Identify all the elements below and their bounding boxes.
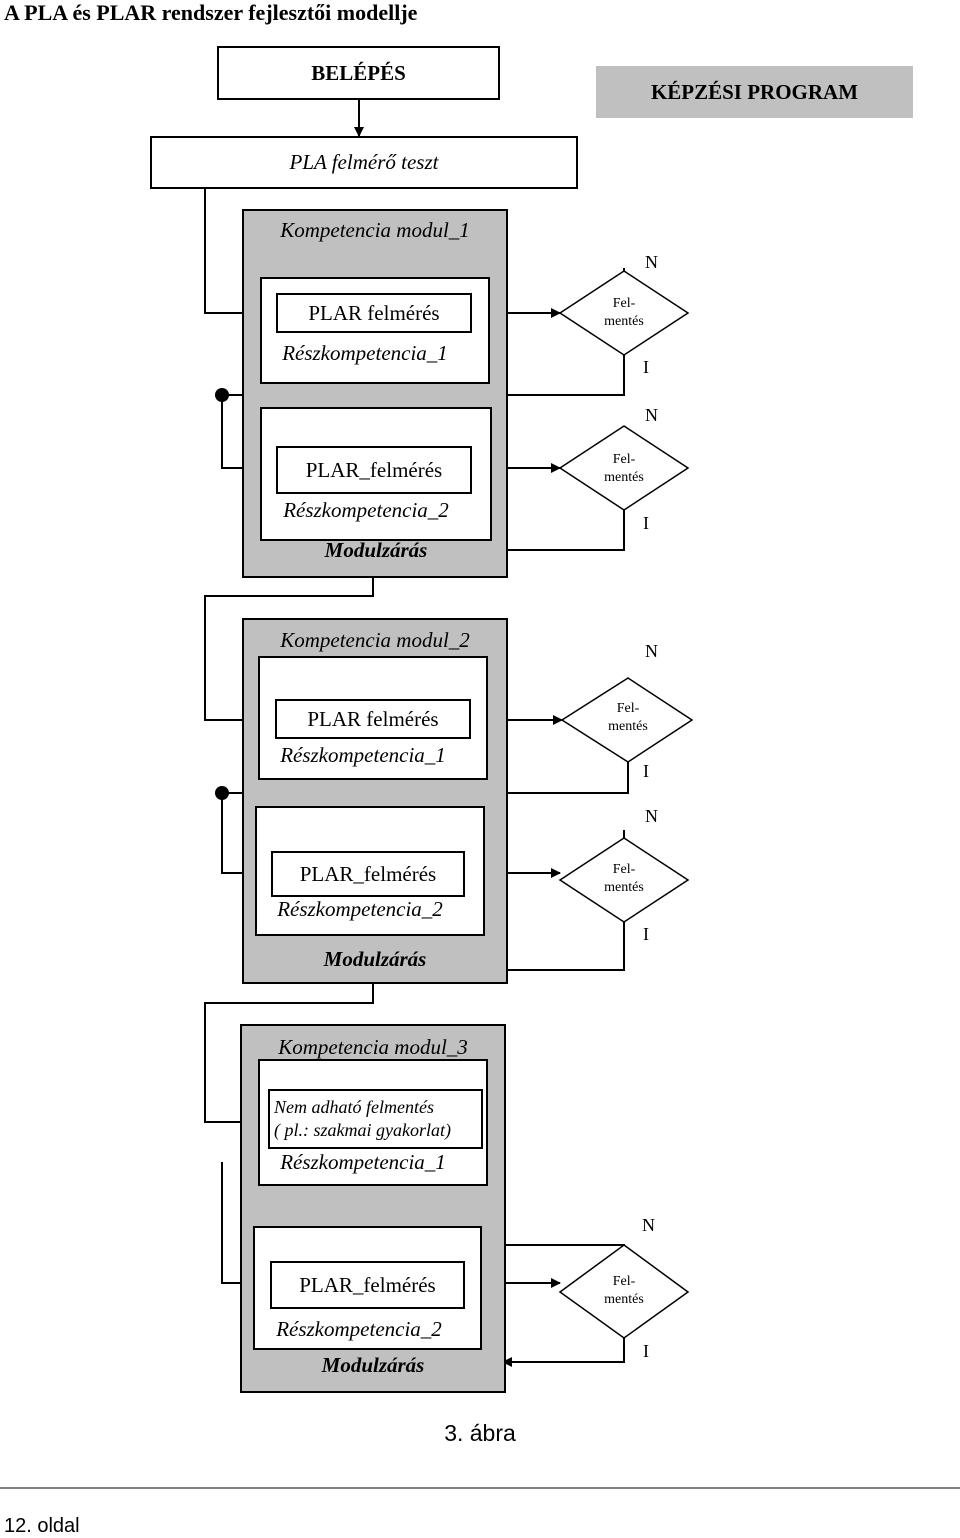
start-box: BELÉPÉS [217, 46, 500, 100]
module-2-plar1: PLAR felmérés [275, 699, 471, 739]
decision-2-line2: mentés [604, 470, 644, 485]
decision-3-label: Fel- mentés [598, 700, 658, 736]
branch-i-5: I [643, 1341, 649, 1361]
test-label: PLA felmérő teszt [289, 150, 439, 174]
test-box: PLA felmérő teszt [150, 136, 578, 189]
branch-n-5: N [642, 1215, 655, 1235]
decision-1-label: Fel- mentés [594, 295, 654, 331]
decision-diamond-3 [560, 677, 694, 763]
page-title: A PLA és PLAR rendszer fejlesztői modell… [4, 0, 418, 25]
branch-n-3: N [645, 641, 658, 661]
module-3-sub2-label: Részkompetencia_2 [276, 1317, 442, 1341]
program-label: KÉPZÉSI PROGRAM [650, 79, 859, 104]
branch-i-3: I [643, 761, 649, 781]
module-1-closing: Modulzárás [324, 538, 428, 562]
module-2-sub1-label: Részkompetencia_1 [280, 743, 446, 767]
decision-5-line2: mentés [604, 1292, 644, 1307]
module-1-plar2: PLAR_felmérés [276, 446, 472, 494]
module-2-plar2-label: PLAR_felmérés [299, 861, 437, 886]
decision-3-line2: mentés [608, 719, 648, 734]
branch-i-1: I [643, 357, 649, 377]
module-3-sub1-label: Részkompetencia_1 [280, 1150, 446, 1174]
decision-diamond-4 [558, 837, 690, 923]
branch-n-4: N [645, 806, 658, 826]
module-1-sub1-label: Részkompetencia_1 [282, 341, 448, 365]
module-3-note-box [268, 1089, 483, 1149]
decision-2-line1: Fel- [612, 452, 636, 467]
module-1-plar2-label: PLAR_felmérés [305, 457, 443, 482]
module-2-title: Kompetencia modul_2 [280, 628, 470, 652]
module-2-plar2: PLAR_felmérés [271, 851, 465, 897]
module-3-note-line1: Nem adható felmentés [274, 1097, 434, 1117]
branch-i-2: I [643, 513, 649, 533]
page-number: 12. oldal [4, 1515, 80, 1537]
start-label: BELÉPÉS [311, 60, 406, 85]
program-box: KÉPZÉSI PROGRAM [596, 66, 913, 118]
decision-diamond-2 [558, 425, 690, 511]
decision-diamond-1 [558, 270, 690, 356]
branch-n-2: N [645, 405, 658, 425]
decision-4-line2: mentés [604, 880, 644, 895]
decision-1-line1: Fel- [612, 296, 636, 311]
figure-caption: 3. ábra [444, 1420, 516, 1446]
module-3-note-line2: ( pl.: szakmai gyakorlat) [274, 1120, 451, 1140]
module-2-closing: Modulzárás [323, 947, 427, 971]
module-1-plar1-label: PLAR felmérés [308, 300, 440, 325]
module-1-title: Kompetencia modul_1 [280, 218, 470, 242]
branch-i-4: I [643, 924, 649, 944]
module-1-sub2-label: Részkompetencia_2 [283, 498, 449, 522]
decision-4-line1: Fel- [612, 862, 636, 877]
decision-5-line1: Fel- [612, 1274, 636, 1289]
module-3-closing: Modulzárás [321, 1353, 425, 1377]
decision-3-line1: Fel- [616, 701, 640, 716]
module-2-plar1-label: PLAR felmérés [307, 706, 439, 731]
decision-2-label: Fel- mentés [594, 451, 654, 487]
decision-1-line2: mentés [604, 314, 644, 329]
branch-n-1: N [645, 252, 658, 272]
module-2-sub2-label: Részkompetencia_2 [277, 897, 443, 921]
module-3-plar2: PLAR_felmérés [270, 1261, 465, 1309]
module-1-plar1: PLAR felmérés [276, 293, 472, 333]
decision-diamond-5 [558, 1244, 690, 1339]
decision-5-label: Fel- mentés [594, 1273, 654, 1309]
module-3-title: Kompetencia modul_3 [278, 1035, 468, 1059]
decision-4-label: Fel- mentés [594, 861, 654, 897]
module-3-plar2-label: PLAR_felmérés [299, 1272, 436, 1297]
